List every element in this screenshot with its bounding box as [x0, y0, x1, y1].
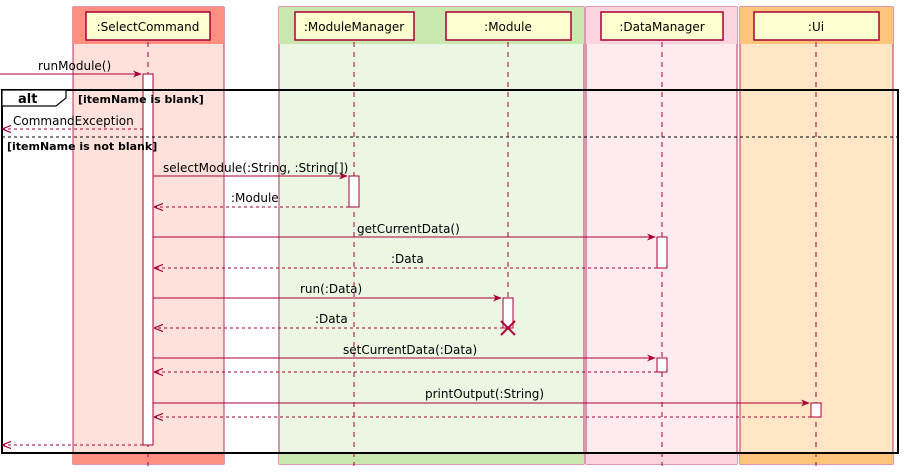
alt-guard-not-blank: [itemName is not blank] [7, 140, 157, 153]
message-set-current-data-label: setCurrentData(:Data) [343, 343, 477, 357]
participant-heads: :SelectCommand :ModuleManager :Module :D… [85, 11, 880, 41]
message-run-module-label: runModule() [38, 59, 111, 73]
messages: runModule() CommandException selectModul… [0, 59, 811, 445]
participant-label-select-command: :SelectCommand [97, 20, 200, 34]
participant-label-data-manager: :DataManager [619, 20, 704, 34]
alt-label-tab [1, 89, 67, 107]
band-module-group [278, 6, 585, 465]
activation-select-command [142, 73, 154, 446]
participant-box-ui [753, 11, 880, 41]
message-run-label: run(:Data) [300, 282, 362, 296]
participant-box-select-command [85, 11, 211, 41]
module-destroy-icon [500, 320, 516, 336]
participant-label-module: :Module [484, 20, 532, 34]
participant-box-data-manager [600, 11, 724, 41]
message-select-module-label: selectModule(:String, :String[]) [163, 161, 348, 175]
activations [142, 73, 822, 446]
alt-frame [1, 89, 899, 454]
message-return-module-label: :Module [231, 191, 279, 205]
activation-ui [810, 402, 822, 418]
alt-guard-blank: [itemName is blank] [78, 93, 204, 106]
message-return-data-2-label: :Data [315, 312, 348, 326]
message-command-exception-label: CommandException [13, 114, 134, 128]
band-module-group-footer [279, 452, 584, 464]
message-print-output-label: printOutput(:String) [425, 387, 544, 401]
participant-label-module-manager: :ModuleManager [304, 20, 404, 34]
participant-box-module [445, 11, 572, 41]
activation-module-manager [348, 175, 360, 208]
activation-data-manager-2 [656, 357, 668, 373]
band-data-manager-footer [586, 452, 737, 464]
alt-fragment: alt [itemName is blank] [itemName is not… [1, 89, 899, 454]
activation-data-manager-1 [656, 236, 668, 269]
message-get-current-data-label: getCurrentData() [357, 222, 460, 236]
participant-box-module-manager [294, 11, 415, 41]
band-select-command-footer [73, 452, 224, 464]
participant-label-ui: :Ui [808, 20, 824, 34]
message-return-data-1-label: :Data [391, 252, 424, 266]
alt-keyword: alt [18, 92, 37, 107]
band-ui-footer [740, 452, 893, 464]
